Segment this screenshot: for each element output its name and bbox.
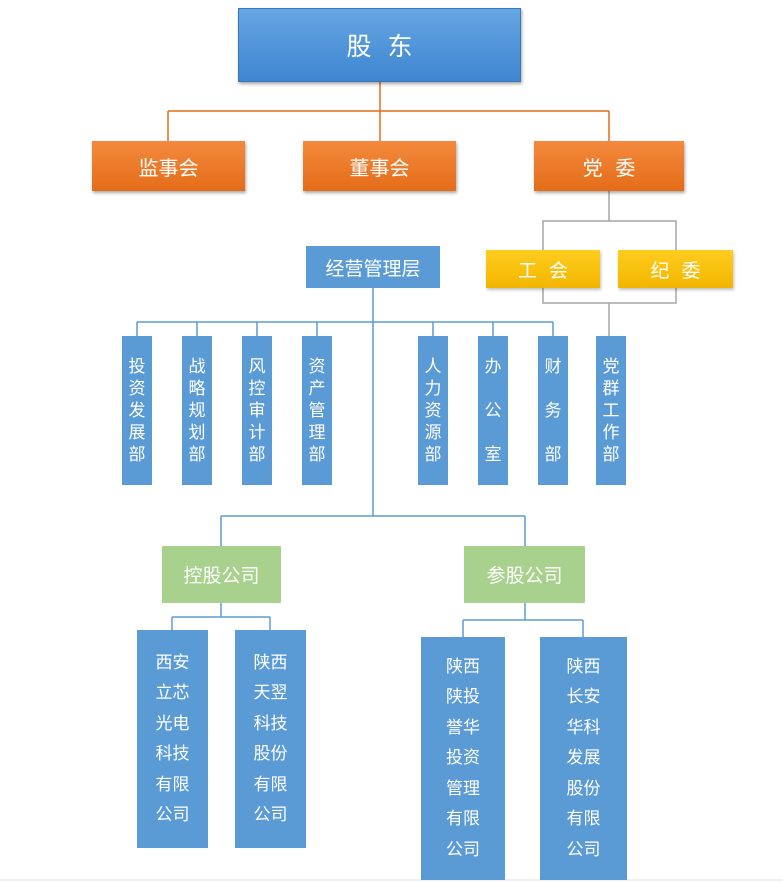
dept-risk: 风控审计部 [242, 336, 272, 485]
directors-box: 董事会 [303, 141, 456, 191]
union-label: 工 会 [517, 259, 569, 282]
dept-finance: 财务部 [538, 336, 568, 485]
supervisors-box: 监事会 [92, 141, 245, 191]
shareholders-label: 股 东 [346, 32, 413, 61]
holding-box: 控股公司 [162, 546, 281, 603]
dept-hr-label: 人力资源部 [424, 356, 442, 465]
dept-assets: 资产管理部 [302, 336, 332, 485]
dept-strategy-label: 战略规划部 [188, 356, 206, 465]
dept-investment: 投资发展部 [122, 336, 152, 485]
company-changan-label: 陕西长安华科发展股份有限公司 [566, 656, 601, 860]
company-xian: 西安立芯光电科技有限公司 [137, 630, 208, 848]
supervisors-label: 监事会 [138, 155, 199, 180]
dept-office: 办公室 [478, 336, 508, 485]
management-box: 经营管理层 [306, 246, 440, 288]
company-xian-label: 西安立芯光电科技有限公司 [155, 652, 190, 826]
company-tianyi-label: 陕西天翌科技股份有限公司 [253, 652, 288, 826]
dept-party-work: 党群工作部 [596, 336, 626, 485]
dept-finance-label: 财务部 [544, 356, 562, 465]
company-yuhua-label: 陕西陕投誉华投资管理有限公司 [446, 656, 480, 860]
participating-label: 参股公司 [486, 565, 563, 587]
union-box: 工 会 [486, 250, 600, 288]
participating-box: 参股公司 [464, 546, 585, 603]
dept-office-label: 办公室 [484, 356, 502, 465]
directors-label: 董事会 [349, 155, 410, 180]
dept-party-work-label: 党群工作部 [602, 356, 620, 465]
discipline-box: 纪 委 [618, 250, 733, 288]
management-label: 经营管理层 [325, 257, 421, 280]
dept-risk-label: 风控审计部 [248, 356, 266, 465]
company-changan: 陕西长安华科发展股份有限公司 [540, 637, 627, 880]
party-committee-label: 党 委 [582, 155, 636, 180]
dept-assets-label: 资产管理部 [308, 356, 326, 465]
dept-strategy: 战略规划部 [182, 336, 212, 485]
shareholders-box: 股 东 [238, 8, 521, 82]
dept-hr: 人力资源部 [418, 336, 448, 485]
company-tianyi: 陕西天翌科技股份有限公司 [235, 630, 306, 848]
holding-label: 控股公司 [183, 565, 260, 587]
company-yuhua: 陕西陕投誉华投资管理有限公司 [421, 637, 505, 880]
discipline-label: 纪 委 [650, 259, 701, 282]
party-committee-box: 党 委 [534, 141, 684, 191]
dept-investment-label: 投资发展部 [128, 356, 146, 465]
